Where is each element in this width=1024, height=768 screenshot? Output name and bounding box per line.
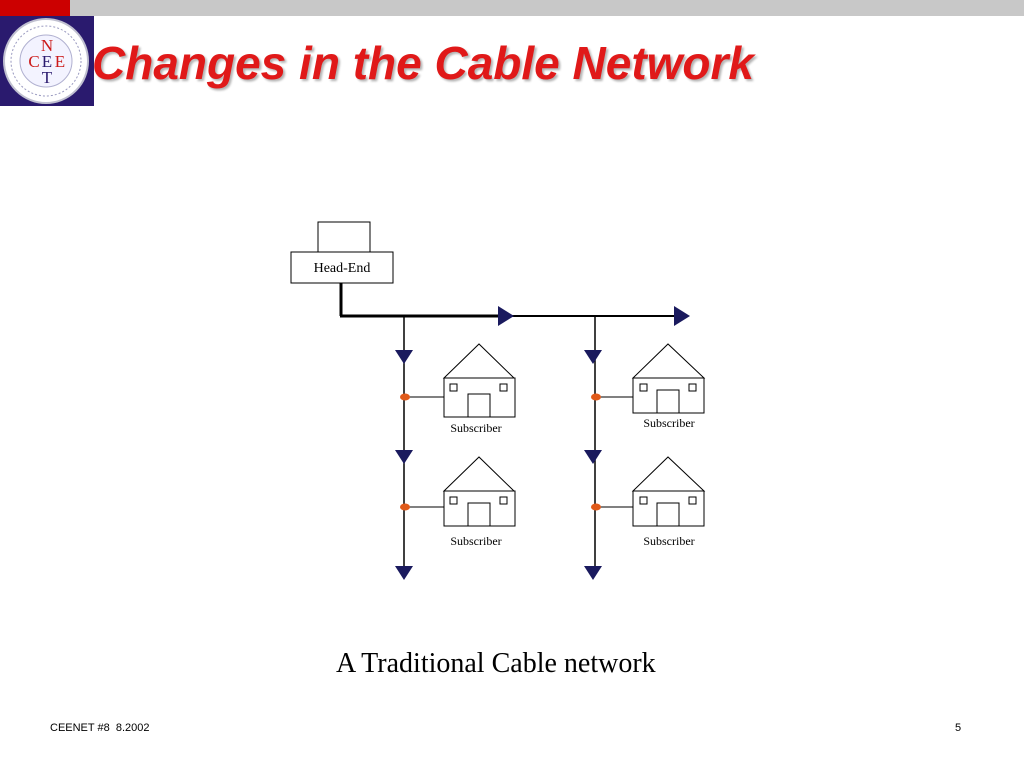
amplifier-down-icon (584, 450, 602, 464)
subscriber-house: Subscriber (631, 456, 706, 548)
left-branch (395, 316, 444, 580)
head-end: Head-End (290, 221, 394, 284)
logo-letter-n: N (41, 36, 53, 55)
tap-icon (400, 393, 410, 401)
top-bar-accent (0, 0, 70, 16)
subscriber-house: Subscriber (442, 456, 516, 548)
subscriber-house: Subscriber (442, 343, 516, 435)
diagram-caption: A Traditional Cable network (336, 648, 656, 679)
tap-icon (400, 503, 410, 511)
head-end-label: Head-End (314, 261, 371, 276)
house-icon (442, 343, 516, 418)
subscriber-house: Subscriber (631, 343, 706, 430)
ceenet-logo: N C E E T (0, 16, 94, 106)
subscriber-label: Subscriber (450, 421, 501, 435)
page-number: 5 (955, 722, 962, 734)
subscriber-label: Subscriber (643, 416, 694, 430)
head-end-antenna-box (317, 221, 371, 253)
amplifier-arrow-icon (674, 306, 690, 326)
house-icon (442, 456, 516, 527)
logo-letter-e1: E (42, 52, 52, 71)
tap-icon (591, 393, 601, 401)
top-bar (0, 0, 1024, 16)
tap-icon (591, 503, 601, 511)
right-branch (584, 316, 633, 580)
logo-seal-icon: N C E E T (3, 18, 89, 104)
subscriber-label: Subscriber (450, 534, 501, 548)
trunk-line (339, 283, 676, 318)
house-icon (631, 456, 706, 527)
house-icon (631, 343, 706, 414)
amplifier-down-icon (395, 350, 413, 364)
head-end-box (290, 251, 394, 284)
amplifier-down-icon (395, 566, 413, 580)
amplifier-down-icon (584, 350, 602, 364)
page-title: Changes in the Cable Network (92, 37, 755, 89)
footer-text: CEENET #8 8.2002 (50, 722, 150, 734)
logo-letter-c: C (28, 52, 39, 71)
amplifier-down-icon (584, 566, 602, 580)
logo-letter-e2: E (55, 52, 65, 71)
amplifier-down-icon (395, 450, 413, 464)
logo-letter-t: T (42, 68, 53, 87)
amplifier-arrow-icon (498, 306, 514, 326)
subscriber-label: Subscriber (643, 534, 694, 548)
